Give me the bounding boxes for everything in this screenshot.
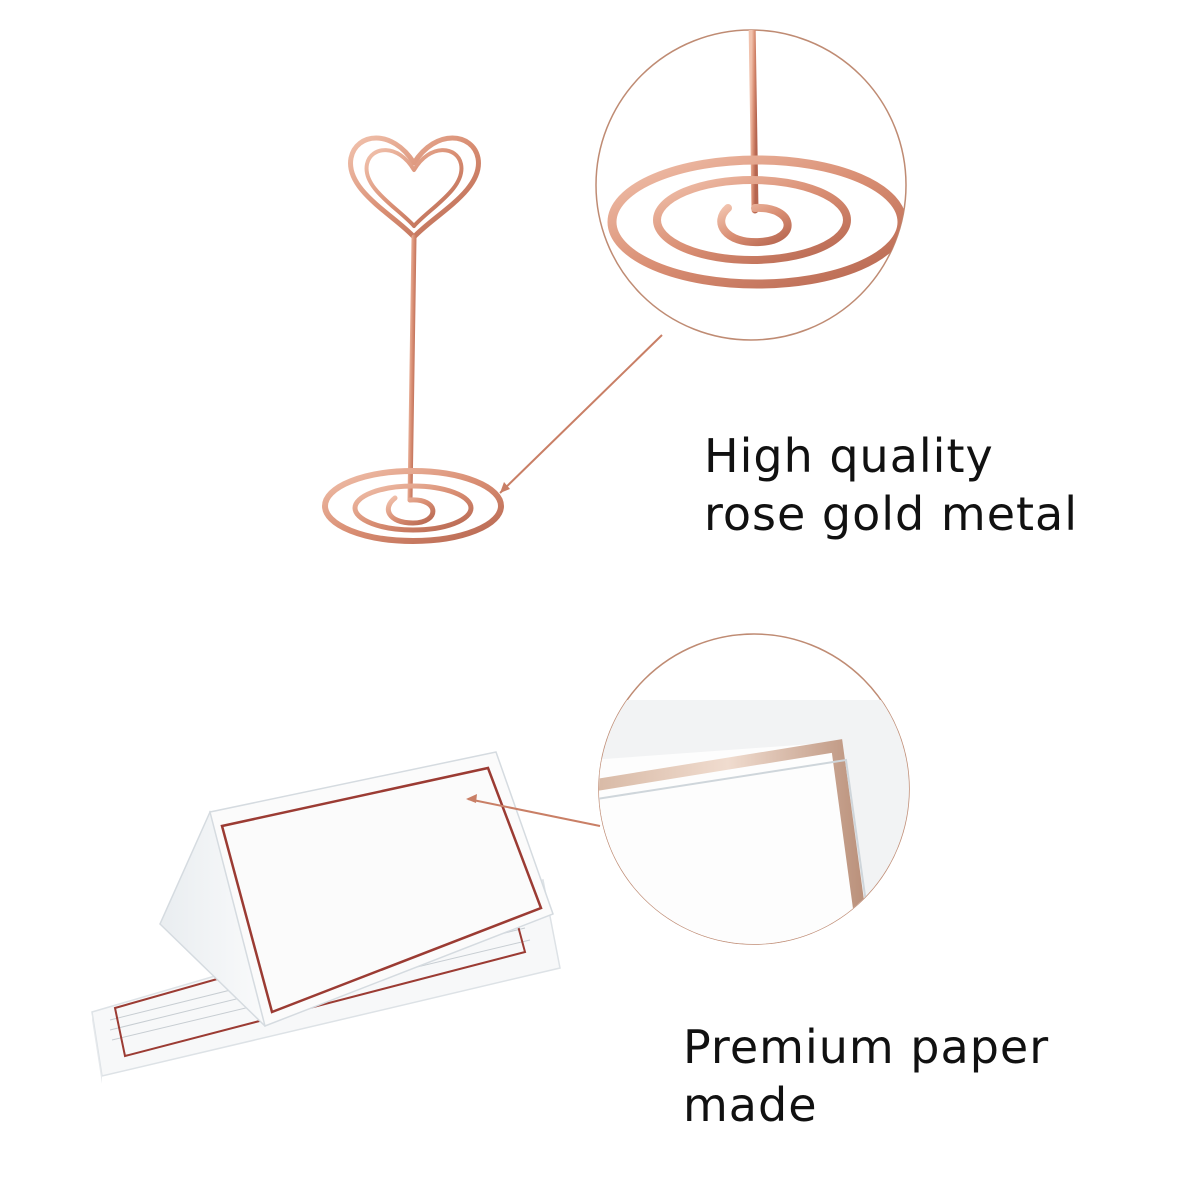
spiral-base-icon <box>322 468 504 544</box>
paper-feature-line-1: Premium paper <box>683 1020 1050 1074</box>
metal-zoom-circle <box>595 29 907 341</box>
metal-feature-caption: High quality rose gold metal <box>704 427 1078 543</box>
paper-pointer-arrow <box>466 794 601 827</box>
heart-card-holder-icon <box>348 135 481 503</box>
paper-feature-line-2: made <box>683 1078 818 1132</box>
paper-feature-caption: Premium paper made <box>683 1018 1049 1134</box>
paper-zoom-circle <box>598 633 910 945</box>
metal-feature-line-2: rose gold metal <box>704 487 1078 541</box>
metal-feature-line-1: High quality <box>704 429 994 483</box>
metal-pointer-arrow <box>499 334 663 494</box>
place-card-icon <box>91 751 561 1084</box>
